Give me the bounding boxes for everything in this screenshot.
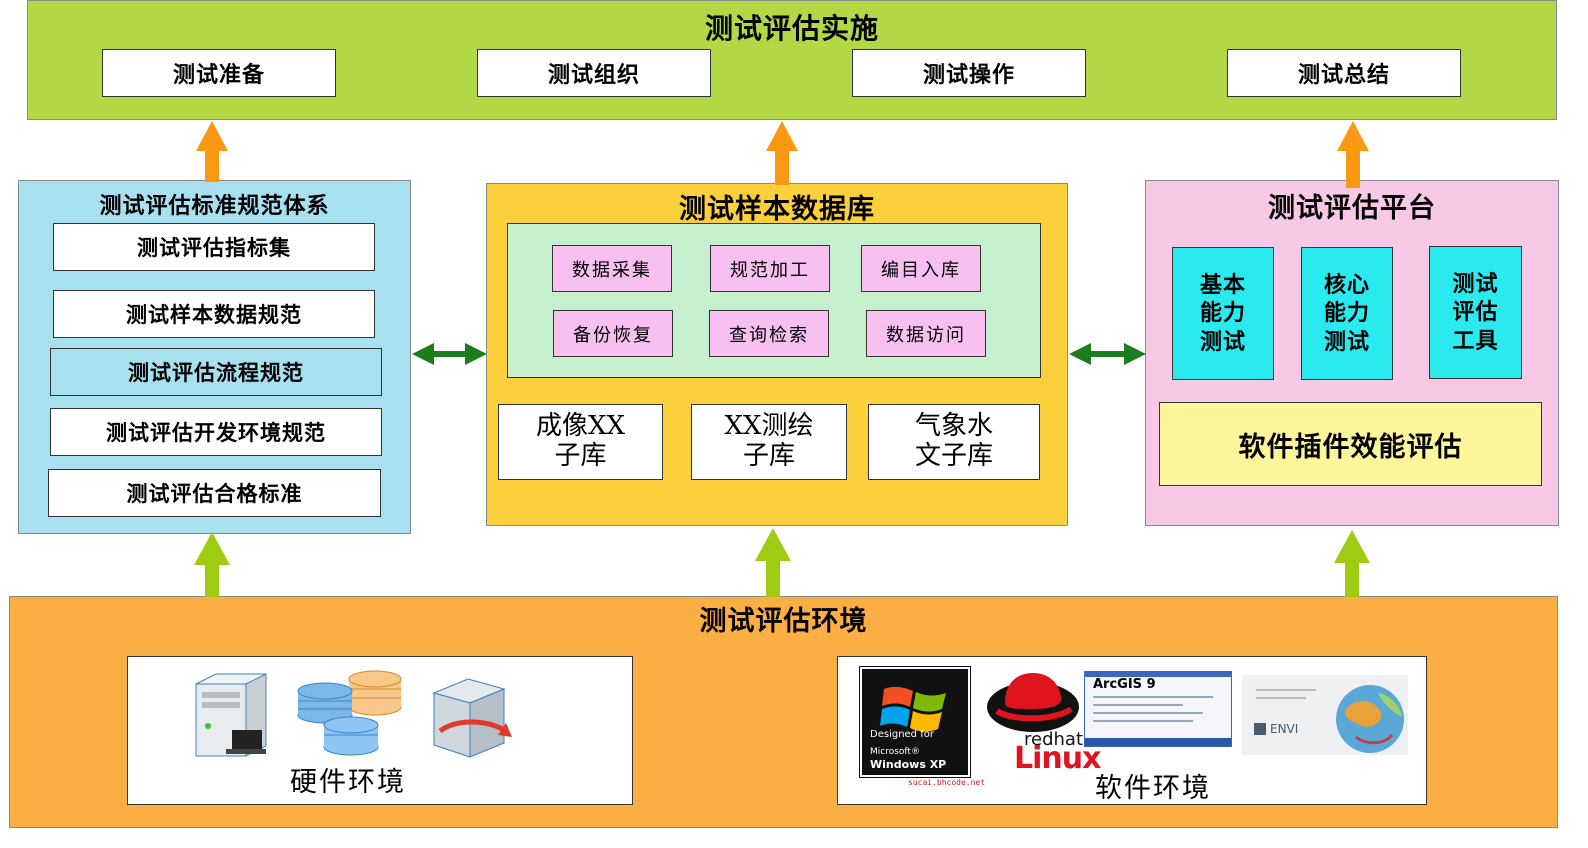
windows-designed-for: Designed for [870,729,934,740]
process-normalize: 规范加工 [710,245,830,292]
sub-library-imaging-line2: 子库 [554,441,607,471]
envi-text: ENVI [1270,722,1299,736]
phase-prepare: 测试准备 [102,49,336,97]
software-env-box: Designed for Microsoft® Windows XP sucai… [837,656,1427,805]
standard-indicator-set: 测试评估指标集 [53,223,375,271]
sample-database-title: 测试样本数据库 [679,193,875,225]
sub-library-meteorology: 气象水 文子库 [868,404,1040,480]
tool-basic-line2: 能力 [1199,300,1246,327]
environment-panel: 测试评估环境 [9,596,1558,828]
tool-eval-line2: 评估 [1452,299,1499,326]
sub-library-imaging-line1: 成像XX [535,411,626,442]
sub-library-meteorology-line2: 文子库 [914,441,993,471]
software-env-label: 软件环境 [1095,772,1211,804]
standard-process: 测试评估流程规范 [50,348,382,396]
standards-panel: 测试评估标准规范体系 测试评估指标集 测试样本数据规范 测试评估流程规范 测试评… [18,180,411,534]
tool-core-line3: 测试 [1323,328,1370,355]
implementation-title: 测试评估实施 [704,12,879,45]
process-query: 查询检索 [709,310,829,357]
sub-library-mapping-line1: XX测绘 [724,411,814,442]
database-cylinders-icon [297,670,402,756]
double-arrow-left [412,343,487,365]
up-arrow-middle [766,121,798,185]
platform-title: 测试评估平台 [1268,192,1436,224]
standard-dev-env: 测试评估开发环境规范 [50,408,382,456]
orange-arrows [196,121,1369,188]
tool-basic-line3: 测试 [1199,328,1246,355]
windows-flag-icon [880,686,946,732]
double-arrow-right [1069,343,1146,365]
server-icon [195,673,267,757]
tool-core-line2: 能力 [1323,300,1370,327]
plugin-efficiency-eval: 软件插件效能评估 [1159,402,1542,486]
up-arrow-right [1337,121,1369,188]
double-arrows [412,343,1146,365]
env-arrow-right [1334,530,1370,597]
implementation-panel: 测试评估实施 测试准备 测试组织 测试操作 测试总结 [27,0,1557,120]
standard-qualification: 测试评估合格标准 [48,469,381,517]
tool-eval-line3: 工具 [1452,327,1499,354]
windows-xp-text: Windows XP [870,758,947,771]
tool-core-line1: 核心 [1323,272,1370,299]
redhat-hat-icon [987,673,1079,732]
tool-core-capability: 核心 能力 测试 [1301,247,1393,380]
process-backup: 备份恢复 [553,310,673,357]
storage-cube-icon [432,678,512,758]
watermark-url: sucai.bhcode.net [908,778,986,787]
phase-organize: 测试组织 [477,49,711,97]
phase-operate: 测试操作 [852,49,1086,97]
hardware-env-box: 硬件环境 [127,656,633,805]
process-access: 数据访问 [866,310,986,357]
platform-panel: 测试评估平台 基本 能力 测试 核心 能力 测试 测试 评估 工具 软件插件效能… [1145,180,1559,526]
sub-library-imaging: 成像XX 子库 [498,404,663,480]
hardware-env-label: 硬件环境 [290,766,406,798]
env-arrow-middle [755,528,791,597]
tool-basic-line1: 基本 [1199,272,1246,299]
env-arrow-left [194,532,230,597]
windows-xp-logo: Designed for Microsoft® Windows XP [859,666,971,778]
up-arrow-left [196,121,228,182]
sub-library-mapping-line2: 子库 [742,441,795,471]
environment-title: 测试评估环境 [699,605,868,637]
sample-database-panel: 测试样本数据库 数据采集 规范加工 编目入库 备份恢复 查询检索 数据访问 成像… [486,183,1068,526]
tool-eval-line1: 测试 [1452,271,1499,298]
tool-eval-tools: 测试 评估 工具 [1429,246,1522,379]
process-collect: 数据采集 [552,245,672,292]
arcgis-title: ArcGIS 9 [1093,677,1156,692]
standard-sample-data: 测试样本数据规范 [53,290,375,338]
envi-splash: ENVI [1242,675,1408,755]
globe-icon [1336,685,1404,753]
green-arrows [194,528,1370,597]
sub-library-meteorology-line1: 气象水 [914,411,993,442]
standards-title: 测试评估标准规范体系 [99,193,330,219]
process-catalog: 编目入库 [861,245,981,292]
tool-basic-capability: 基本 能力 测试 [1172,247,1274,380]
redhat-text: redhat [1024,729,1084,749]
arcgis-window: ArcGIS 9 [1084,671,1232,747]
database-process-area: 数据采集 规范加工 编目入库 备份恢复 查询检索 数据访问 [507,223,1041,378]
phase-summary: 测试总结 [1227,49,1461,97]
windows-microsoft: Microsoft® [870,747,920,757]
sub-library-mapping: XX测绘 子库 [691,404,847,480]
